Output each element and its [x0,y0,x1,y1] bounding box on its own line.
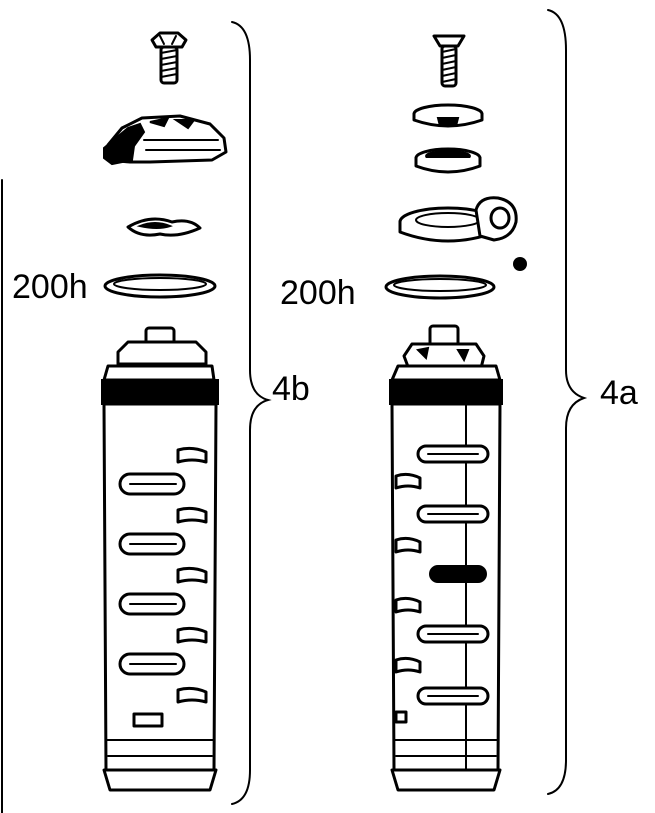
assembly-left [101,21,272,805]
group-label-4b: 4b [272,370,310,408]
screw-right [432,34,466,88]
service-interval-label-left: 200h [12,268,88,306]
brace-left [231,21,272,805]
o-ring-right [384,274,496,300]
cartridge-left [101,326,219,792]
brace-right [547,9,588,795]
group-label-4a: 4a [600,374,638,412]
cap-right [414,147,482,174]
clamp-ring-right [398,196,518,243]
washer-left [126,217,202,237]
o-ring-left [103,273,217,299]
service-interval-label-right: 200h [280,274,356,312]
knob-cap-left [103,114,228,166]
top-disc-right [412,103,484,128]
screw-left [150,31,188,85]
assembly-right [384,9,588,795]
cartridge-right [389,324,503,792]
dot-marker [513,257,527,271]
